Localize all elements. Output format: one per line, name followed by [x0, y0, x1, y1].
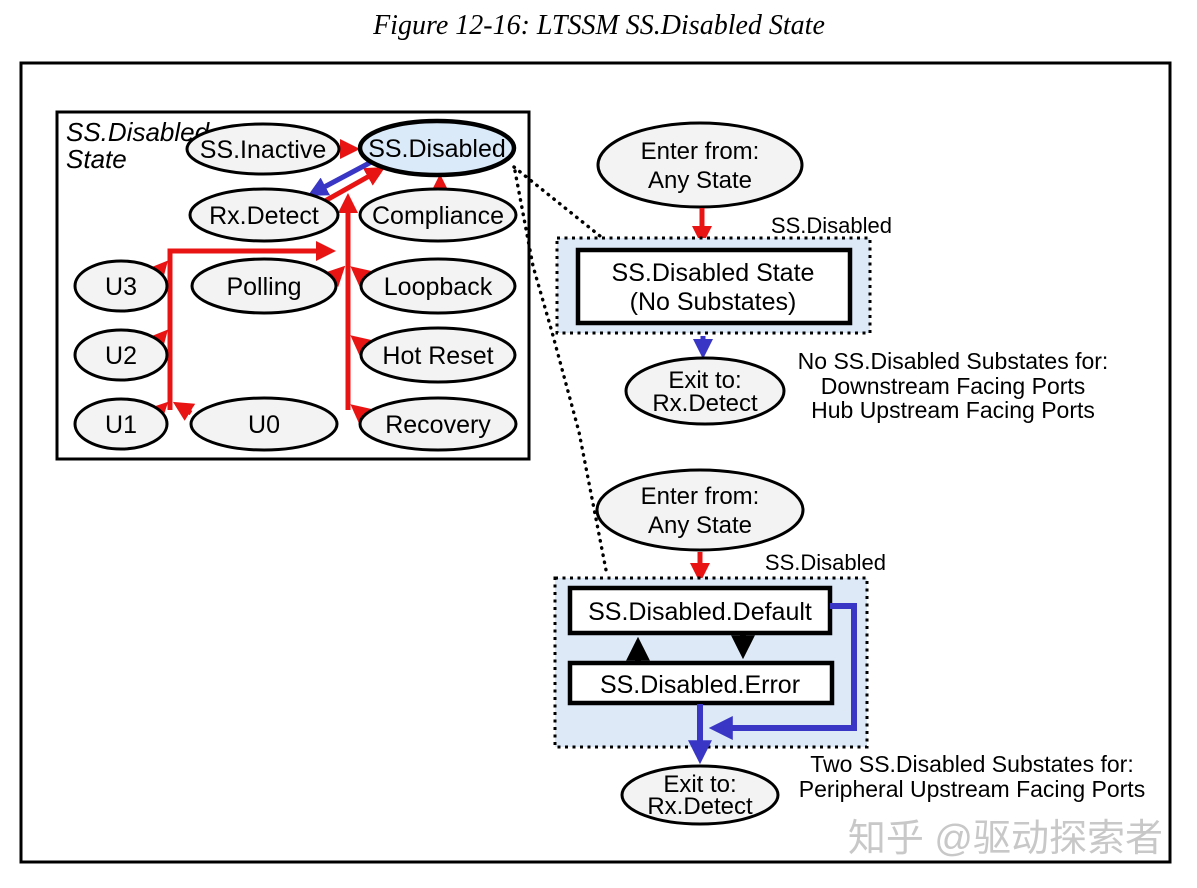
- exit-bottom-line1: Exit to:: [663, 771, 736, 798]
- trunk-left-vertical: [167, 241, 336, 410]
- ss-inactive-label: SS.Inactive: [200, 136, 326, 164]
- loopback-label: Loopback: [384, 273, 493, 301]
- ss-disabled-label: SS.Disabled: [368, 135, 506, 163]
- ss-inactive-ellipse: [185, 122, 341, 176]
- node-compliance: Compliance: [358, 187, 518, 243]
- ltssm-box-label-line1: SS.Disabled: [66, 117, 211, 147]
- compliance-ellipse: [358, 187, 518, 243]
- enter-top-ellipse: [596, 121, 804, 209]
- ss-disabled-error-label: SS.Disabled.Error: [600, 671, 800, 699]
- hot-reset-ellipse: [359, 326, 517, 384]
- two-substates-section: Enter from: Any State SS.Disabled SS.Dis…: [553, 468, 1145, 826]
- ss-disabled-default-label: SS.Disabled.Default: [588, 598, 812, 626]
- u2-label: U2: [105, 342, 137, 370]
- u2-ellipse: [73, 328, 169, 382]
- node-recovery: Recovery: [358, 396, 518, 452]
- arrow-disabled-to-rxdetect: [307, 157, 377, 196]
- node-u3: U3: [73, 259, 169, 313]
- ss-disabled-default-box: [567, 585, 833, 636]
- node-polling: Polling: [190, 257, 338, 315]
- ss-disabled-ellipse: [357, 118, 517, 178]
- exit-top-line1: Exit to:: [668, 367, 741, 394]
- recovery-ellipse: [358, 396, 518, 452]
- node-hot-reset: Hot Reset: [359, 326, 517, 384]
- ss-disabled-error-box: [567, 660, 835, 706]
- exit-ellipse-top: Exit to: Rx.Detect: [624, 356, 786, 426]
- two-substates-container-label: SS.Disabled: [765, 550, 886, 575]
- node-u0: U0: [189, 396, 339, 452]
- loopback-ellipse: [359, 257, 517, 315]
- no-substates-box-line1: SS.Disabled State: [612, 259, 815, 287]
- exit-top-ellipse: [624, 356, 786, 426]
- enter-bottom-line2: Any State: [648, 512, 752, 539]
- exit-top-line2: Rx.Detect: [652, 390, 758, 417]
- no-substates-box-line2: (No Substates): [630, 288, 797, 316]
- node-u1: U1: [73, 397, 169, 451]
- watermark-text: 知乎 @驱动探索者: [848, 818, 1163, 860]
- hot-reset-label: Hot Reset: [382, 342, 493, 370]
- enter-top-line2: Any State: [648, 167, 752, 194]
- node-u2: U2: [73, 328, 169, 382]
- node-ss-inactive: SS.Inactive: [185, 122, 341, 176]
- polling-label: Polling: [226, 273, 301, 301]
- ltssm-overview: SS.Disabled State SS.Inactive SS.Disable…: [55, 110, 531, 461]
- figure-title: Figure 12-16: LTSSM SS.Disabled State: [372, 10, 825, 41]
- enter-ellipse-bottom: Enter from: Any State: [595, 468, 805, 552]
- enter-bottom-line1: Enter from:: [641, 483, 760, 510]
- enter-ellipse-top: Enter from: Any State: [596, 121, 804, 209]
- node-rx-detect: Rx.Detect: [188, 187, 340, 243]
- two-substates-note-line1: Two SS.Disabled Substates for:: [810, 751, 1133, 777]
- blue-loop-default-to-exit: [708, 603, 857, 740]
- exit-ellipse-bottom: Exit to: Rx.Detect: [620, 764, 780, 826]
- recovery-label: Recovery: [385, 411, 491, 439]
- no-substates-container-label: SS.Disabled: [771, 213, 892, 238]
- ltssm-box-label-line2: State: [66, 144, 127, 174]
- exit-bottom-line2: Rx.Detect: [647, 793, 753, 820]
- u3-ellipse: [73, 259, 169, 313]
- enter-top-line1: Enter from:: [641, 138, 760, 165]
- rx-detect-ellipse: [188, 187, 340, 243]
- compliance-label: Compliance: [372, 202, 504, 230]
- rx-detect-label: Rx.Detect: [209, 202, 319, 230]
- no-substates-section: Enter from: Any State SS.Disabled SS.Dis…: [555, 121, 1109, 426]
- u1-label: U1: [105, 411, 137, 439]
- enter-bottom-ellipse: [595, 468, 805, 552]
- no-substates-note-line1: No SS.Disabled Substates for:: [798, 348, 1109, 374]
- no-substates-note-line2: Downstream Facing Ports: [821, 373, 1086, 399]
- no-substates-state-box: [575, 247, 853, 326]
- no-substates-note-line3: Hub Upstream Facing Ports: [811, 397, 1095, 423]
- u0-ellipse: [189, 396, 339, 452]
- u0-label: U0: [248, 411, 280, 439]
- node-ss-disabled: SS.Disabled: [357, 118, 517, 178]
- dotted-connector-to-two-substates-box: [513, 169, 608, 572]
- u1-ellipse: [73, 397, 169, 451]
- two-substates-note-line2: Peripheral Upstream Facing Ports: [799, 776, 1145, 802]
- exit-bottom-ellipse: [620, 764, 780, 826]
- node-loopback: Loopback: [359, 257, 517, 315]
- u3-label: U3: [105, 273, 137, 301]
- arrow-u0-to-trunk: [172, 401, 196, 421]
- polling-ellipse: [190, 257, 338, 315]
